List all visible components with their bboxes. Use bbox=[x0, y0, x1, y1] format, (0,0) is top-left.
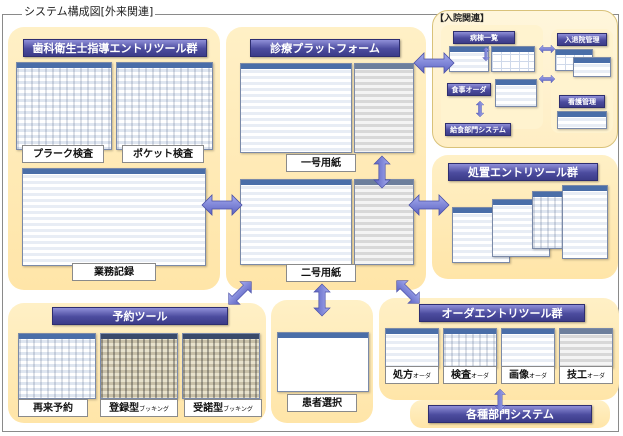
plaque-exam-label: プラーク検査 bbox=[22, 145, 104, 163]
platform-group: 診療プラットフォーム 一号用紙 二号用紙 bbox=[226, 27, 426, 290]
arrow-meal-system bbox=[475, 100, 485, 118]
arrow-inpatient-nursing bbox=[538, 74, 556, 84]
nursing-header: 看護管理 bbox=[559, 95, 605, 108]
pocket-exam-screenshot bbox=[116, 62, 213, 150]
plaque-exam-screenshot bbox=[16, 62, 112, 150]
rebook-label: 再来予約 bbox=[18, 399, 88, 417]
imaging-order-main: 画像 bbox=[508, 370, 529, 381]
registered-booking-screenshot bbox=[100, 333, 178, 399]
arrow-platform-inpatient bbox=[413, 52, 455, 74]
patient-select-group: 患者選択 bbox=[271, 300, 373, 423]
prescription-order-suffix: オーダ bbox=[412, 373, 431, 380]
technician-order-label: 技工オーダ bbox=[559, 366, 613, 384]
arrow-platform-booking bbox=[222, 275, 258, 311]
departments-header: 各種部門システム bbox=[428, 405, 592, 423]
imaging-order-label: 画像オーダ bbox=[501, 366, 555, 384]
registered-booking-label: 登録型ブッキング bbox=[100, 399, 178, 417]
technician-order-screenshot bbox=[559, 328, 613, 368]
booking-tools-group: 予約ツール 再来予約 登録型ブッキング 受諾型ブッキング bbox=[8, 303, 266, 423]
work-record-screenshot bbox=[22, 168, 206, 266]
ward-list-header: 病棟一覧 bbox=[453, 31, 515, 44]
rebook-screenshot bbox=[18, 333, 96, 399]
pocket-exam-label: ポケット検査 bbox=[122, 145, 204, 163]
exam-order-suffix: オーダ bbox=[470, 373, 489, 380]
diagram-title: システム構成図[外来関連] bbox=[22, 3, 156, 19]
prescription-order-main: 処方 bbox=[392, 370, 413, 381]
patient-select-label: 患者選択 bbox=[287, 394, 357, 412]
form2-label: 二号用紙 bbox=[286, 264, 356, 282]
accepted-booking-label: 受諾型ブッキング bbox=[184, 399, 262, 417]
dental-tools-group: 歯科衛生士指導エントリツール群 プラーク検査 ポケット検査 業務記録 bbox=[8, 27, 220, 290]
prescription-order-screenshot bbox=[385, 328, 439, 368]
technician-order-main: 技工 bbox=[566, 370, 587, 381]
departments-group: 各種部門システム bbox=[410, 400, 610, 428]
admission-screenshot-2 bbox=[573, 57, 611, 77]
exam-order-label: 検査オーダ bbox=[443, 366, 497, 384]
accepted-booking-screenshot bbox=[182, 333, 260, 399]
prescription-order-label: 処方オーダ bbox=[385, 366, 439, 384]
arrow-platform-patient bbox=[313, 283, 331, 317]
order-tools-group: オーダエントリツール群 処方オーダ 検査オーダ 画像オーダ 技工オーダ bbox=[379, 298, 619, 400]
dental-tools-header: 歯科衛生士指導エントリツール群 bbox=[23, 39, 207, 57]
arrow-ward-meal bbox=[482, 46, 490, 62]
registered-booking-suffix: ブッキング bbox=[139, 406, 169, 413]
accepted-booking-suffix: ブッキング bbox=[223, 406, 253, 413]
form1-side-screenshot bbox=[354, 63, 414, 153]
imaging-order-screenshot bbox=[501, 328, 555, 368]
form1-label: 一号用紙 bbox=[286, 154, 356, 172]
patient-select-screenshot bbox=[277, 332, 369, 392]
ward-list-screenshot-2 bbox=[491, 46, 535, 72]
technician-order-suffix: オーダ bbox=[586, 373, 605, 380]
form1-main-screenshot bbox=[240, 63, 352, 153]
inpatient-title: 【入院関連】 bbox=[435, 14, 490, 24]
arrow-dental-platform bbox=[201, 194, 243, 216]
exam-order-main: 検査 bbox=[450, 370, 471, 381]
accepted-booking-main: 受諾型 bbox=[193, 403, 224, 414]
arrow-platform-orders bbox=[390, 274, 426, 310]
work-record-label: 業務記録 bbox=[72, 263, 156, 281]
arrow-inpatient-admission bbox=[538, 44, 556, 54]
treatment-tools-group: 処置エントリツール群 bbox=[432, 155, 618, 279]
imaging-order-suffix: オーダ bbox=[528, 373, 547, 380]
meal-order-header: 食事オーダ bbox=[447, 83, 491, 96]
nursing-screenshot bbox=[557, 111, 607, 129]
admission-header: 入退院管理 bbox=[557, 33, 607, 46]
form2-side-screenshot bbox=[354, 179, 414, 265]
meal-system-header: 給食部門システム bbox=[445, 123, 511, 136]
order-tools-header: オーダエントリツール群 bbox=[419, 304, 585, 322]
form2-main-screenshot bbox=[240, 179, 352, 265]
inpatient-group: 【入院関連】 病棟一覧 食事オーダ 給食部門システム 入退院管理 看護管理 bbox=[432, 10, 618, 148]
registered-booking-main: 登録型 bbox=[109, 403, 140, 414]
arrow-form1-form2 bbox=[373, 155, 391, 189]
arrow-orders-departments bbox=[494, 388, 506, 412]
treatment-tools-header: 処置エントリツール群 bbox=[448, 163, 598, 181]
platform-header: 診療プラットフォーム bbox=[250, 39, 400, 57]
treatment-screenshot-4 bbox=[562, 185, 608, 259]
arrow-platform-treatment bbox=[408, 194, 450, 216]
booking-tools-header: 予約ツール bbox=[52, 307, 228, 325]
ward-list-screenshot-1 bbox=[449, 46, 489, 72]
meal-order-screenshot bbox=[495, 79, 537, 107]
